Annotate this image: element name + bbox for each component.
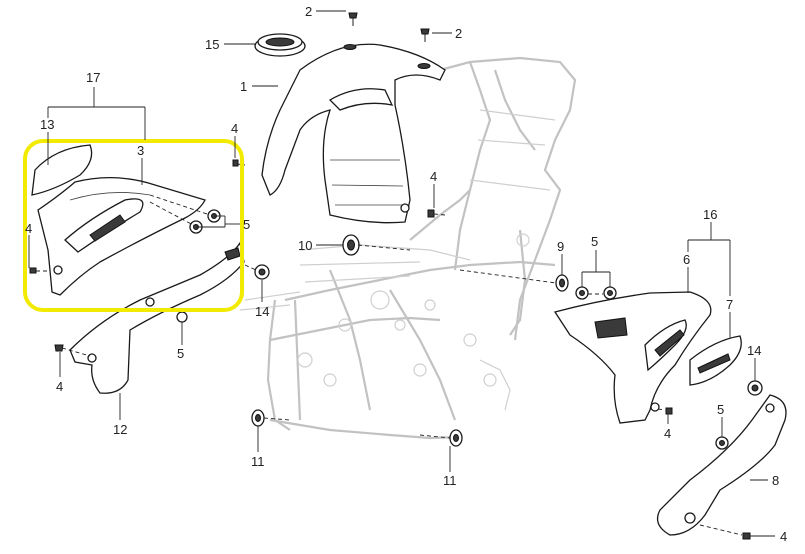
- callout-14: 14: [747, 343, 761, 358]
- part-14-grommet-right: [747, 380, 763, 396]
- part-2-bolt: [420, 28, 430, 42]
- callout-7: 7: [726, 297, 733, 312]
- leader-lines: [28, 10, 775, 537]
- part-15-seal-ring: [254, 33, 306, 57]
- callout-15: 15: [205, 37, 219, 52]
- callout-9: 9: [557, 239, 564, 254]
- callout-4: 4: [231, 121, 238, 136]
- callout-5: 5: [591, 234, 598, 249]
- part-7-emblem: [689, 335, 742, 386]
- callout-labels: 1 2 2 3 4 4 4 4 4 4 5 5 5 5 6 7 8 9 10 1…: [25, 4, 787, 544]
- part-9-grommet: [555, 274, 569, 292]
- callout-14: 14: [255, 304, 269, 319]
- callout-2: 2: [455, 26, 462, 41]
- callout-6: 6: [683, 252, 690, 267]
- callout-10: 10: [298, 238, 312, 253]
- part-3-left-side-cover: [37, 177, 206, 296]
- part-13-emblem: [31, 144, 93, 196]
- callout-13: 13: [40, 117, 54, 132]
- callout-4: 4: [664, 426, 671, 441]
- assembly-lines: [36, 163, 743, 536]
- highlight-box: [23, 139, 244, 312]
- part-11-grommet: [251, 409, 463, 447]
- callout-4: 4: [25, 221, 32, 236]
- part-1-tank-cover: [261, 43, 446, 224]
- part-14-grommet-left: [254, 264, 270, 280]
- callout-1: 1: [240, 79, 247, 94]
- callout-11: 11: [251, 454, 265, 469]
- part-2-bolt: [348, 12, 358, 26]
- part-5-washer-right: [575, 286, 729, 450]
- callout-4: 4: [430, 169, 437, 184]
- small-bolts-right: [665, 407, 751, 540]
- callout-11: 11: [443, 473, 457, 488]
- small-bolts-left: [29, 159, 239, 352]
- part-4-bolt-center: [427, 209, 435, 218]
- callout-4: 4: [56, 379, 63, 394]
- callout-5: 5: [177, 346, 184, 361]
- callout-16: 16: [703, 207, 717, 222]
- part-12-left-lower-cover: [69, 241, 245, 394]
- part-10-grommet: [342, 234, 360, 256]
- part-6-right-side-cover: [553, 291, 712, 424]
- callout-2: 2: [305, 4, 312, 19]
- callout-3: 3: [137, 143, 144, 158]
- part-8-right-lower-cover: [656, 394, 787, 536]
- motorcycle-frame: [239, 56, 577, 440]
- callout-8: 8: [772, 473, 779, 488]
- callout-12: 12: [113, 422, 127, 437]
- callout-4: 4: [780, 529, 787, 544]
- callout-5: 5: [717, 402, 724, 417]
- callout-5: 5: [243, 217, 250, 232]
- callout-17: 17: [86, 70, 100, 85]
